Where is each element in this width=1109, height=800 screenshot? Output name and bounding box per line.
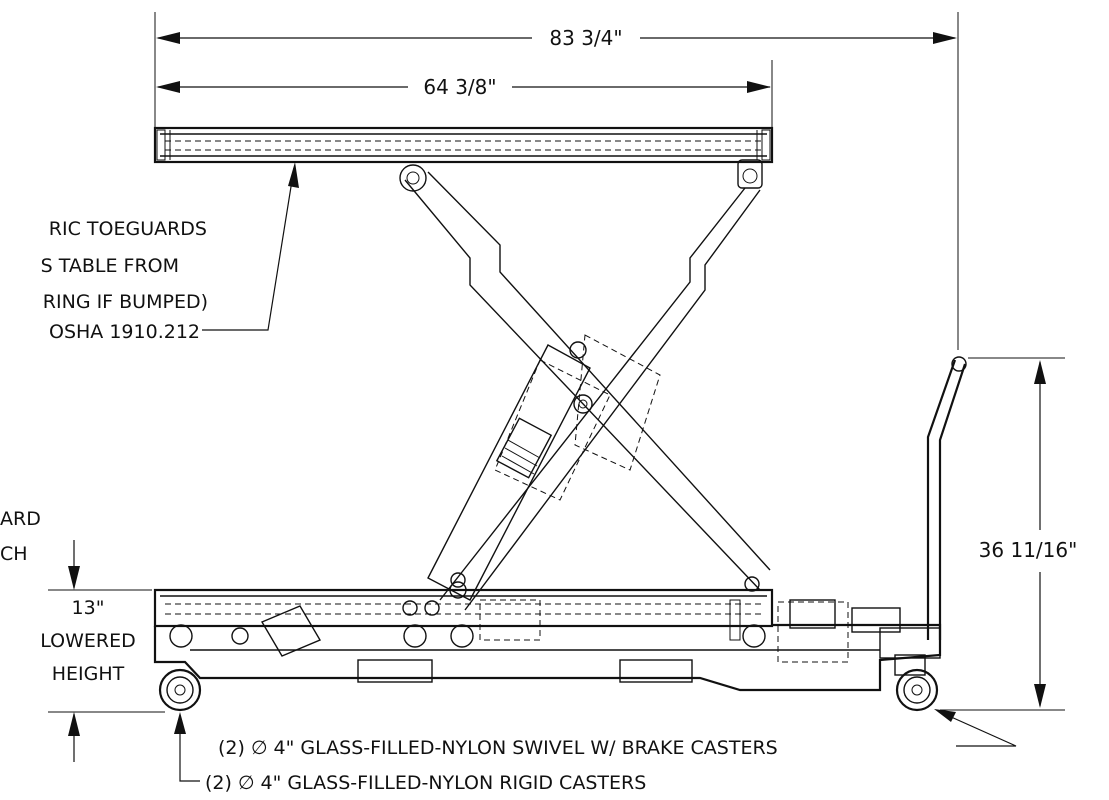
platform-length-dimension: 64 3/8": [156, 60, 773, 128]
handle-height-dimension: 36 11/16": [940, 357, 1078, 711]
platform-length-label: 64 3/8": [423, 75, 496, 99]
base-frame: [153, 572, 942, 692]
scissor-arms: [399, 159, 771, 611]
rigid-caster-callout: (2) ∅ 4" GLASS-FILLED-NYLON RIGID CASTER…: [174, 712, 646, 794]
left-partial-callout: ARD CH: [0, 508, 41, 565]
overall-length-dimension: 83 3/4": [154, 12, 959, 350]
toeguard-text-line4: OSHA 1910.212: [49, 321, 200, 343]
handle-height-label: 36 11/16": [979, 538, 1078, 562]
power-unit: [777, 599, 941, 663]
swivel-brake-caster: [894, 654, 939, 712]
lowered-height-text-line2: HEIGHT: [52, 663, 125, 685]
toeguard-text-line2: S TABLE FROM: [41, 255, 179, 277]
left-partial-text-line2: CH: [0, 543, 28, 565]
toeguard-text-line3: RING IF BUMPED): [43, 291, 208, 313]
rigid-caster: [158, 668, 202, 712]
rigid-caster-text: (2) ∅ 4" GLASS-FILLED-NYLON RIGID CASTER…: [205, 772, 646, 794]
top-platform: [153, 126, 774, 164]
swivel-caster-text: (2) ∅ 4" GLASS-FILLED-NYLON SWIVEL W/ BR…: [218, 737, 778, 759]
toeguard-callout: RIC TOEGUARDS S TABLE FROM RING IF BUMPE…: [41, 162, 299, 343]
lowered-height-text-line1: LOWERED: [40, 630, 136, 652]
lowered-height-value: 13": [72, 597, 105, 619]
overall-length-label: 83 3/4": [549, 26, 622, 50]
lowered-height-dimension: 13" LOWERED HEIGHT: [40, 540, 165, 762]
left-partial-text-line1: ARD: [0, 508, 41, 530]
push-handle: [926, 356, 967, 640]
hydraulic-cylinder: [427, 334, 661, 601]
toeguard-text-line1: RIC TOEGUARDS: [49, 218, 207, 240]
swivel-caster-callout: (2) ∅ 4" GLASS-FILLED-NYLON SWIVEL W/ BR…: [218, 709, 1017, 759]
